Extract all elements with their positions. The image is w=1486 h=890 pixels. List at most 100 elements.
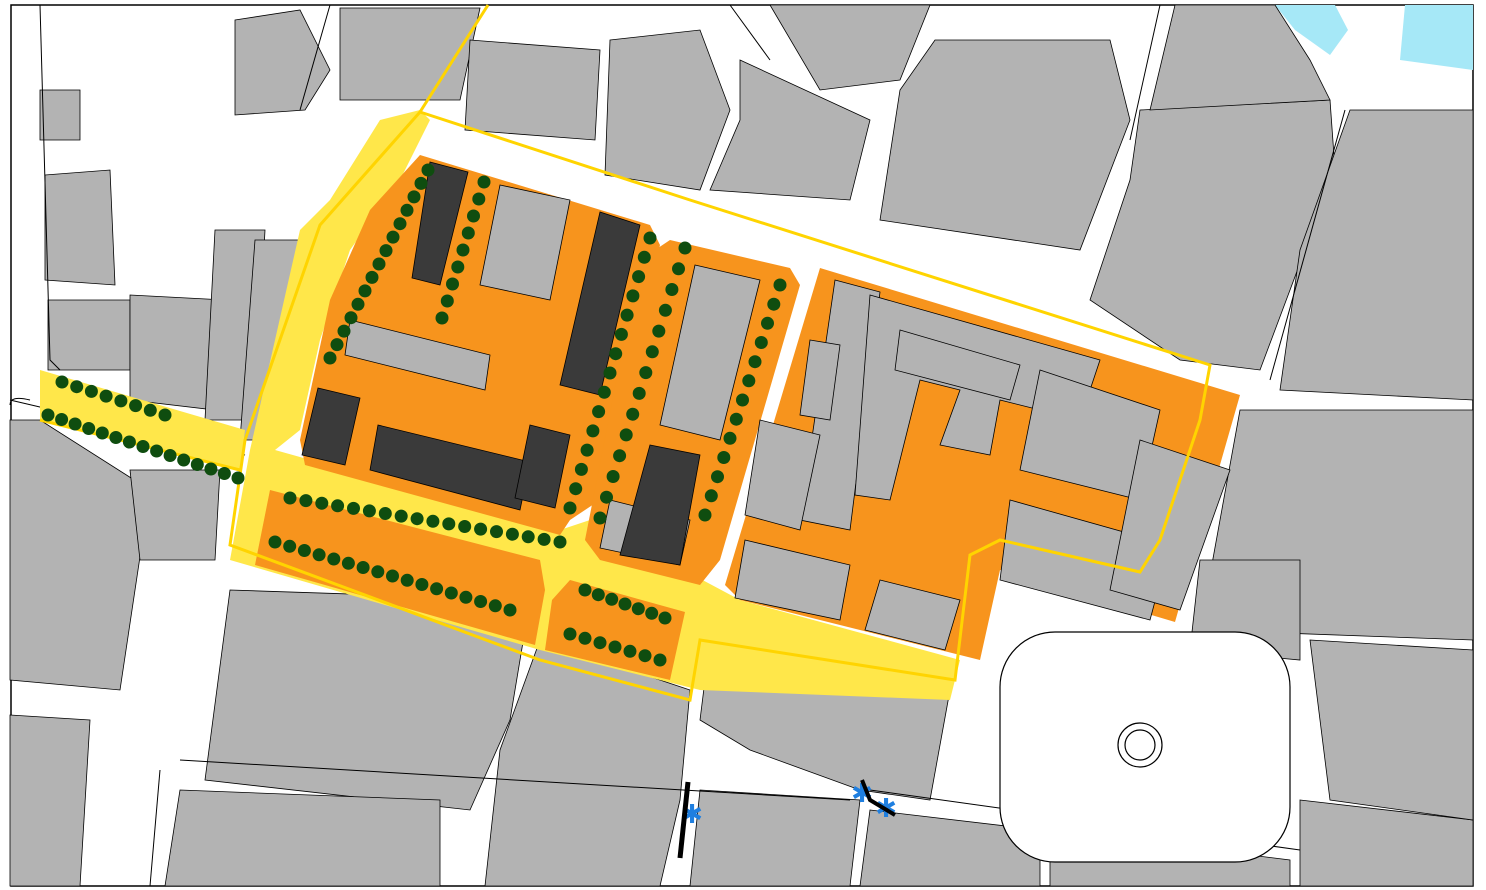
tree-icon <box>698 508 712 522</box>
tree-icon <box>490 525 503 539</box>
building-block <box>9 714 91 887</box>
tree-icon <box>55 413 69 426</box>
tree-icon <box>143 403 157 417</box>
tree-icon <box>330 338 344 352</box>
tree-icon <box>312 548 326 562</box>
tree-icon <box>597 385 611 399</box>
project-buildings <box>344 184 1231 651</box>
project-boundary <box>228 110 1212 702</box>
building-block <box>859 809 1041 887</box>
tree-icon <box>613 449 627 463</box>
tree-icon <box>400 573 414 587</box>
tree-icon <box>678 241 692 255</box>
tree-icon <box>773 278 787 292</box>
tree-icon <box>578 631 592 645</box>
tree-icon <box>365 270 379 284</box>
tree-icon <box>754 336 768 349</box>
tree-icon <box>767 297 781 311</box>
building-block <box>44 169 116 286</box>
project-area-block-d <box>255 490 545 645</box>
tree-icon <box>41 408 55 422</box>
building-block <box>734 539 851 621</box>
street-edge <box>729 4 771 61</box>
building-block-dark <box>369 424 531 511</box>
wall-segment <box>860 779 897 817</box>
tree-icon <box>109 431 123 444</box>
tree-icon <box>723 431 737 445</box>
building-block <box>1149 4 1331 111</box>
boundary-link-north <box>418 4 490 113</box>
building-block <box>339 7 481 101</box>
tree-icon <box>347 501 360 515</box>
street-edge <box>39 4 61 371</box>
street-edge <box>1269 109 1346 381</box>
tree-icon <box>467 209 480 223</box>
tree-icon <box>643 231 657 245</box>
building-block-dark <box>619 444 701 566</box>
tree-icon <box>563 627 577 641</box>
tree-icon <box>593 636 607 650</box>
tree-icon <box>362 504 376 518</box>
tree-icon <box>177 453 191 467</box>
tree-icon <box>600 490 613 504</box>
tree-icon <box>372 257 386 271</box>
building-block <box>864 579 961 651</box>
tree-icon <box>761 316 774 330</box>
tree-icon <box>592 405 606 419</box>
building-block <box>484 639 691 887</box>
tree-icon <box>458 520 472 533</box>
tree-icon <box>386 569 399 583</box>
building-block <box>604 29 731 191</box>
building-block <box>39 89 81 141</box>
tree-icon <box>122 435 136 449</box>
street-edge <box>299 4 331 111</box>
building-block <box>1089 99 1336 371</box>
tree-icon <box>440 294 454 308</box>
tree-icon <box>605 592 619 606</box>
tree-icon <box>639 366 653 380</box>
tree-icon <box>619 428 633 442</box>
tree-icon <box>711 470 724 484</box>
tree-icon <box>351 297 365 311</box>
tree-icon <box>637 250 651 264</box>
tree-icon <box>327 552 341 566</box>
tree-icon <box>444 586 458 600</box>
tree-icon <box>736 393 749 407</box>
building-block-dark <box>411 161 469 286</box>
tree-icon <box>421 163 435 177</box>
tree-icon <box>150 444 164 458</box>
tree-icon <box>451 260 465 274</box>
tree-icon <box>609 347 623 361</box>
tree-icon <box>704 489 718 503</box>
building-block <box>1109 439 1231 611</box>
tree-icon <box>578 583 592 597</box>
tree-icon <box>299 494 313 508</box>
building-block <box>1309 639 1474 821</box>
building-block <box>129 469 221 561</box>
building-block <box>47 299 131 371</box>
building-block <box>769 4 931 91</box>
tree-icon <box>99 389 113 403</box>
tree-icon <box>442 517 456 531</box>
tree-icon <box>158 408 172 422</box>
square-outline <box>999 631 1291 863</box>
tree-icon <box>426 514 440 528</box>
asterisk-icon: ✱ <box>851 779 873 809</box>
tree-icon <box>70 380 84 394</box>
building-block <box>894 329 1021 401</box>
tree-icon <box>563 501 577 515</box>
tree-icon <box>344 311 358 325</box>
tree-icon <box>415 578 429 591</box>
tree-icon <box>645 606 659 620</box>
tree-icon <box>474 522 488 536</box>
tree-icon <box>446 277 459 291</box>
tree-icon <box>665 283 679 296</box>
markers: ✱✱✱ <box>681 779 897 830</box>
tree-icon <box>456 243 470 257</box>
tree-icon <box>461 226 475 240</box>
tree-icon <box>672 262 685 276</box>
tree-icon <box>488 599 502 613</box>
tree-icon <box>394 509 408 523</box>
tree-icon <box>626 289 640 303</box>
building-block <box>799 339 841 421</box>
